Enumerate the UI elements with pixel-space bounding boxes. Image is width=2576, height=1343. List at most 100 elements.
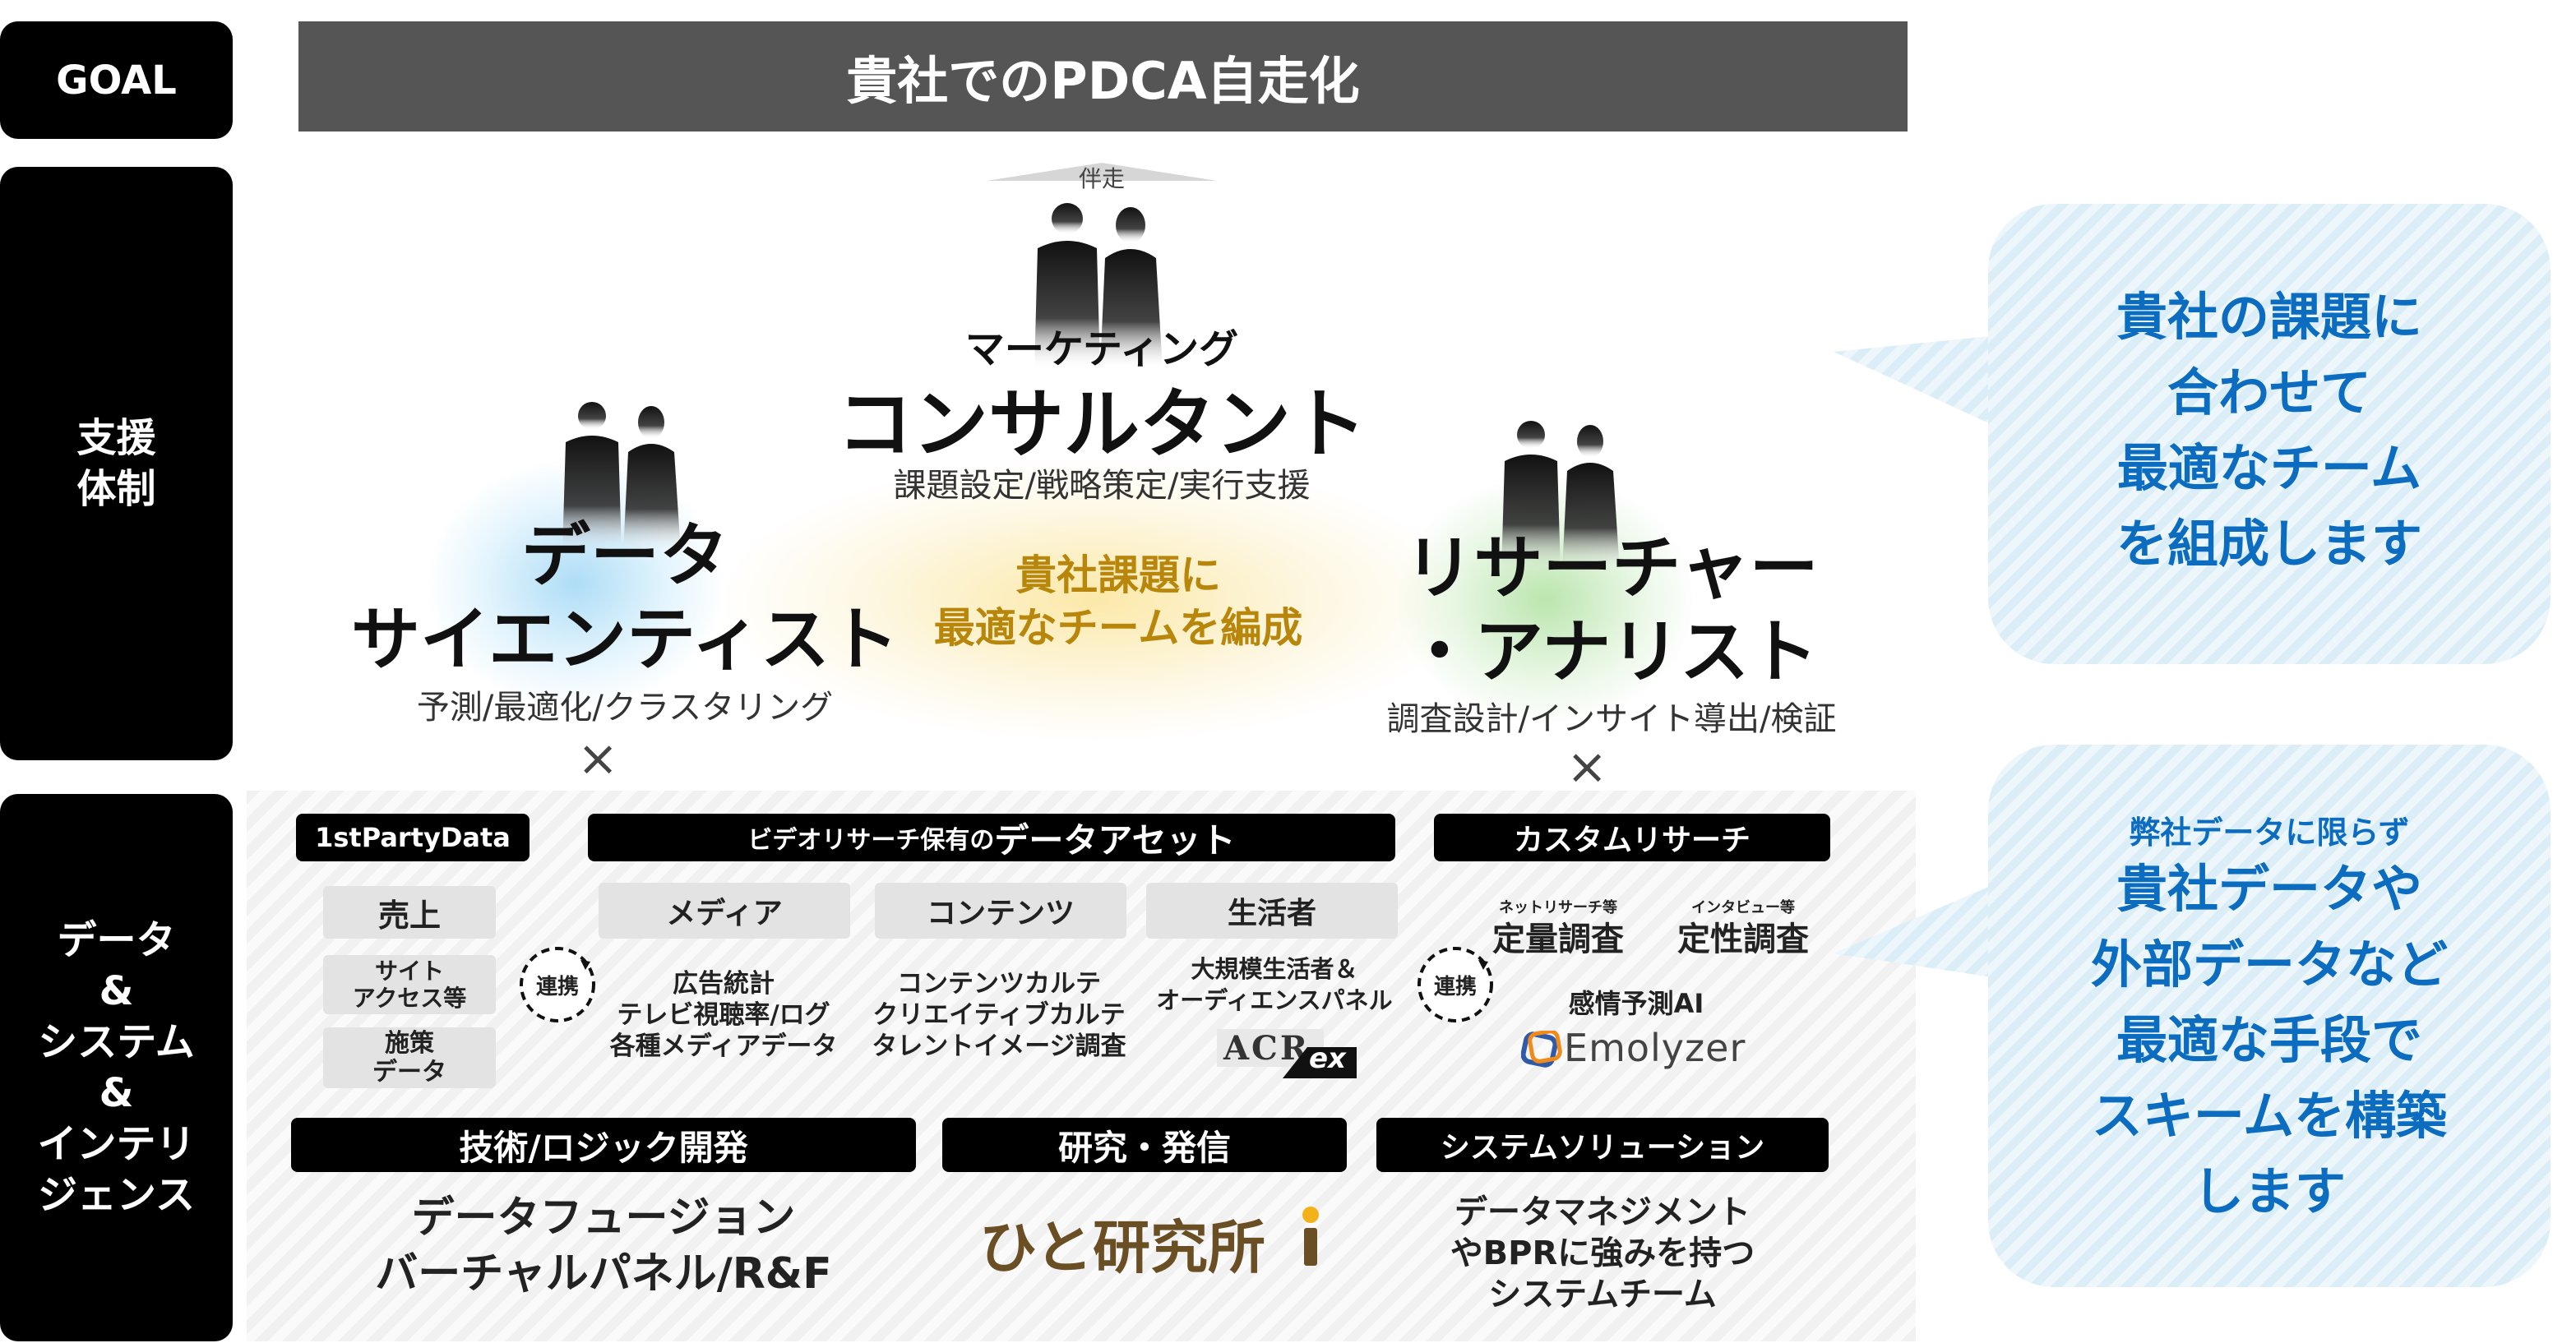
link-label: 連携	[1433, 975, 1477, 999]
system-solution-label-text: システムソリューション	[1440, 1131, 1765, 1165]
quant-title: 定量調査	[1492, 921, 1624, 958]
goal-banner: 貴社でのPDCA自走化	[298, 21, 1908, 132]
asset-column-name: 生活者	[1227, 897, 1316, 930]
first-party-item-sales: 売上	[323, 886, 496, 939]
consultant-title: コンサルタント	[836, 381, 1367, 468]
bubble-team-line: 合わせて	[2167, 362, 2371, 422]
asset-detail-line: クリエイティブカルテ	[872, 1000, 1126, 1030]
asset-consumer-details: 大規模生活者＆ オーディエンスパネル	[1139, 953, 1410, 1016]
asset-detail-line: 大規模生活者＆	[1191, 955, 1358, 983]
study-label-text: 研究・発信	[1057, 1127, 1231, 1168]
scientist-title-line: サイエンティスト	[350, 599, 900, 680]
row-label-data-line: &	[99, 1070, 134, 1116]
row-label-data-line: ジェンス	[37, 1172, 196, 1218]
emolyzer-logo-text: Emolyzer	[1564, 1026, 1746, 1070]
row-label-data-line: インテリ	[37, 1121, 196, 1167]
link-circle-icon	[1417, 947, 1493, 1022]
first-party-item-text: アクセス等	[352, 985, 467, 1012]
asset-media-details: 広告統計 テレビ視聴率/ログ 各種メディアデータ	[576, 968, 872, 1062]
researcher-title-line: リサーチャー	[1404, 528, 1819, 608]
video-assets-main: データアセット	[994, 819, 1236, 861]
center-message-line: 最適なチームを編成	[933, 604, 1303, 652]
hito-lab-logo: ひと研究所	[979, 1213, 1265, 1281]
quant-small: ネットリサーチ等	[1499, 899, 1617, 916]
hito-lab-person-icon	[1302, 1207, 1319, 1266]
scientist-title: データ サイエンティスト	[312, 514, 937, 681]
scientist-roles: 予測/最適化/クラスタリング	[416, 689, 834, 727]
first-party-item-text: 売上	[377, 897, 441, 934]
link-circle-icon	[520, 947, 595, 1022]
first-party-item-text: データ	[372, 1058, 446, 1087]
row-label-goal: GOAL	[0, 21, 233, 139]
tech-detail-line: バーチャルパネル/R&F	[375, 1249, 832, 1299]
center-message-line: 貴社課題に	[1015, 552, 1221, 599]
researcher-roles: 調査設計/インサイト導出/検証	[1386, 700, 1837, 738]
data-section-background	[247, 791, 1916, 1341]
emotion-ai: 感情予測AI	[1568, 988, 1704, 1019]
link-label: 連携	[535, 975, 579, 999]
bubble-scheme-text: 貴社データや 外部データなど 最適な手段で スキームを構築 します	[1988, 851, 2551, 1230]
speech-bubble-scheme	[1988, 745, 2551, 1287]
speech-bubble-team	[1988, 204, 2551, 664]
consultant-title-small: マーケティング	[964, 326, 1239, 372]
bubble-scheme-line: 最適な手段で	[2116, 1010, 2422, 1070]
bubble-scheme-line: 外部データなど	[2090, 935, 2448, 995]
bubble-scheme-line: 貴社データや	[2116, 859, 2422, 919]
asset-detail-line: タレントイメージ調査	[872, 1031, 1126, 1061]
study-label: 研究・発信	[942, 1118, 1347, 1172]
qual-small: インタビュー等	[1691, 899, 1795, 916]
first-party-item-text: 施策	[385, 1029, 434, 1058]
first-party-label: 1stPartyData	[296, 814, 530, 861]
system-solution-line: データマネジメント	[1454, 1193, 1750, 1231]
row-label-support: 支援 体制	[0, 167, 233, 760]
tech-label: 技術/ロジック開発	[291, 1118, 916, 1172]
asset-detail-line: 各種メディアデータ	[609, 1031, 838, 1061]
asset-column-media: メディア	[599, 883, 850, 939]
acr-ex-mark-icon	[1283, 1047, 1357, 1078]
first-party-item-site: サイト アクセス等	[323, 955, 496, 1014]
custom-research-label-text: カスタムリサーチ	[1513, 824, 1750, 857]
accompany-label: 伴走	[1078, 165, 1125, 192]
bubble-scheme-line: します	[2192, 1161, 2346, 1221]
asset-column-content: コンテンツ	[875, 883, 1126, 939]
bubble-team-line: 最適なチーム	[2116, 438, 2422, 498]
bubble-tail-bottom	[1834, 883, 1998, 978]
asset-content-details: コンテンツカルテ クリエイティブカルテ タレントイメージ調査	[847, 968, 1151, 1062]
bubble-team-line: を組成します	[2116, 514, 2422, 574]
tech-details: データフュージョン バーチャルパネル/R&F	[291, 1190, 916, 1302]
row-label-data-line: データ	[57, 917, 176, 963]
acr-ex-logo-ex: ex	[1309, 1042, 1346, 1075]
qual-title: 定性調査	[1677, 921, 1809, 958]
bubble-tail-top	[1834, 335, 1998, 427]
bubble-team-line: 貴社の課題に	[2116, 287, 2422, 347]
row-label-goal-text: GOAL	[56, 57, 177, 104]
center-message: 貴社課題に 最適なチームを編成	[872, 549, 1365, 654]
tech-detail-line: データフュージョン	[411, 1193, 796, 1243]
asset-column-name: コンテンツ	[926, 897, 1075, 930]
system-solution-label: システムソリューション	[1376, 1118, 1829, 1172]
consultant-roles: 課題設定/戦略策定/実行支援	[893, 467, 1311, 505]
custom-research-label: カスタムリサーチ	[1434, 814, 1830, 861]
acr-ex-logo: ACR ex	[1217, 1027, 1357, 1078]
bubble-scheme-line: スキームを構築	[2091, 1086, 2448, 1146]
asset-detail-line: コンテンツカルテ	[897, 969, 1101, 999]
acr-ex-logo-text: ACR	[1223, 1029, 1311, 1068]
system-solution-line: システムチーム	[1488, 1276, 1717, 1313]
row-label-data-system: データ & システム & インテリ ジェンス	[0, 794, 233, 1341]
row-label-support-line: 体制	[76, 466, 156, 512]
researcher-title: リサーチャー ・アナリスト	[1332, 526, 1891, 694]
asset-detail-line: テレビ視聴率/ログ	[617, 1000, 830, 1030]
bubble-team-text: 貴社の課題に 合わせて 最適なチーム を組成します	[1988, 279, 2551, 582]
video-assets-label: ビデオリサーチ保有の データアセット	[588, 814, 1395, 861]
row-label-data-line: システム	[38, 1019, 195, 1065]
emolyzer-logo-icon	[1521, 1031, 1562, 1068]
accompany-arrow-icon	[987, 163, 1217, 181]
scientist-title-line: データ	[520, 515, 728, 596]
first-party-label-text: 1stPartyData	[315, 822, 511, 853]
asset-detail-line: 広告統計	[673, 969, 775, 999]
bubble-scheme-small: 弊社データに限らず	[2129, 815, 2410, 851]
cross-icon-left: ×	[577, 730, 619, 787]
asset-detail-line: オーディエンスパネル	[1156, 986, 1393, 1014]
researcher-title-line: ・アナリスト	[1404, 612, 1819, 692]
researcher-people-icon	[1501, 421, 1620, 571]
